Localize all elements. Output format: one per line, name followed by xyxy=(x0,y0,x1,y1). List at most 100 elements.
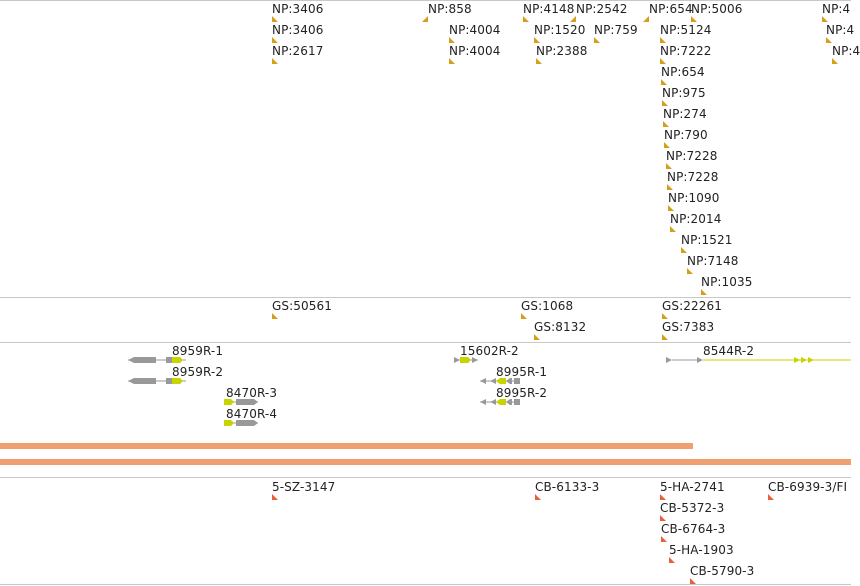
transcript-8959R-2-glyph[interactable] xyxy=(128,378,186,384)
triangle-marker-icon xyxy=(272,313,278,319)
triangle-marker-icon xyxy=(832,58,838,64)
triangle-marker-icon xyxy=(449,58,455,64)
cb-feature-label: CB-5790-3 xyxy=(690,564,755,578)
transcript-15602R-2-glyph[interactable] xyxy=(454,357,478,363)
np-feature-label: NP:654 xyxy=(661,65,705,79)
transcript-label[interactable]: 8959R-1 xyxy=(172,344,224,358)
transcript-label[interactable]: 8470R-3 xyxy=(226,386,278,400)
transcript-8995R-1-glyph[interactable] xyxy=(480,378,520,384)
triangle-marker-icon xyxy=(768,494,774,500)
coverage-bar-2[interactable] xyxy=(0,459,851,465)
cb-feature-label: CB-6764-3 xyxy=(661,522,726,536)
np-feature-label: NP:2014 xyxy=(670,212,722,226)
transcript-label[interactable]: 8959R-2 xyxy=(172,365,224,379)
transcript-8995R-2-glyph[interactable] xyxy=(480,399,520,405)
triangle-marker-icon xyxy=(661,79,667,85)
triangle-marker-icon xyxy=(521,313,527,319)
gs-feature-label: GS:7383 xyxy=(662,320,715,334)
np-feature-label: NP:4004 xyxy=(449,44,501,58)
track-separator-gs-transcripts xyxy=(0,342,851,343)
triangle-marker-icon xyxy=(536,58,542,64)
transcript-8470R-3-glyph[interactable] xyxy=(224,399,258,405)
np-feature-label: NP:1035 xyxy=(701,275,753,289)
triangle-marker-icon xyxy=(449,37,455,43)
triangle-marker-icon xyxy=(535,494,541,500)
track-separator-coverage-cb xyxy=(0,477,851,478)
triangle-marker-icon xyxy=(687,268,693,274)
triangle-marker-icon xyxy=(534,37,540,43)
np-feature-label: NP:2617 xyxy=(272,44,324,58)
np-feature-label: NP:975 xyxy=(662,86,706,100)
np-feature-label: NP:5006 xyxy=(691,2,743,16)
triangle-marker-icon xyxy=(681,247,687,253)
triangle-marker-icon xyxy=(272,37,278,43)
triangle-marker-icon xyxy=(690,578,696,584)
track-separator-top xyxy=(0,0,851,1)
triangle-marker-icon xyxy=(670,226,676,232)
np-feature-label: NP:858 xyxy=(428,2,472,16)
triangle-marker-icon xyxy=(272,494,278,500)
np-feature-label: NP:4 xyxy=(826,23,855,37)
transcript-8959R-1-glyph[interactable] xyxy=(128,357,186,363)
cb-feature-label: CB-6133-3 xyxy=(535,480,600,494)
triangle-marker-icon xyxy=(660,58,666,64)
triangle-marker-icon xyxy=(662,334,668,340)
cb-feature-label: 5-HA-2741 xyxy=(660,480,725,494)
triangle-marker-icon xyxy=(422,16,428,22)
triangle-marker-icon xyxy=(643,16,649,22)
np-feature-label: NP:1520 xyxy=(534,23,586,37)
np-feature-label: NP:3406 xyxy=(272,23,324,37)
track-separator-bottom xyxy=(0,584,851,585)
cb-feature-label: 5-HA-1903 xyxy=(669,543,734,557)
triangle-marker-icon xyxy=(701,289,707,295)
gs-feature-label: GS:1068 xyxy=(521,299,574,313)
triangle-marker-icon xyxy=(660,515,666,521)
transcript-label[interactable]: 8544R-2 xyxy=(703,344,755,358)
np-feature-label: NP:2542 xyxy=(576,2,628,16)
gs-feature-label: GS:22261 xyxy=(662,299,722,313)
np-feature-label: NP:759 xyxy=(594,23,638,37)
triangle-marker-icon xyxy=(534,334,540,340)
triangle-marker-icon xyxy=(272,16,278,22)
cb-feature-label: 5-SZ-3147 xyxy=(272,480,336,494)
np-feature-label: NP:654 xyxy=(649,2,693,16)
np-feature-label: NP:5124 xyxy=(660,23,712,37)
track-separator-np-gs xyxy=(0,297,851,298)
gs-feature-label: GS:50561 xyxy=(272,299,332,313)
triangle-marker-icon xyxy=(523,16,529,22)
np-feature-label: NP:2388 xyxy=(536,44,588,58)
coverage-bar-1[interactable] xyxy=(0,443,693,449)
np-feature-label: NP:790 xyxy=(664,128,708,142)
transcript-label[interactable]: 8995R-1 xyxy=(496,365,548,379)
triangle-marker-icon xyxy=(666,163,672,169)
triangle-marker-icon xyxy=(822,16,828,22)
triangle-marker-icon xyxy=(663,121,669,127)
transcript-8544R-2-glyph[interactable] xyxy=(666,357,851,363)
triangle-marker-icon xyxy=(668,205,674,211)
triangle-marker-icon xyxy=(570,16,576,22)
triangle-marker-icon xyxy=(669,557,675,563)
np-feature-label: NP:1090 xyxy=(668,191,720,205)
triangle-marker-icon xyxy=(272,58,278,64)
triangle-marker-icon xyxy=(662,100,668,106)
cb-feature-label: CB-5372-3 xyxy=(660,501,725,515)
np-feature-label: NP:7148 xyxy=(687,254,739,268)
triangle-marker-icon xyxy=(662,313,668,319)
transcript-label[interactable]: 15602R-2 xyxy=(460,344,519,358)
transcript-8470R-4-glyph[interactable] xyxy=(224,420,258,426)
np-feature-label: NP:4004 xyxy=(449,23,501,37)
transcript-label[interactable]: 8995R-2 xyxy=(496,386,548,400)
triangle-marker-icon xyxy=(826,37,832,43)
np-feature-label: NP:274 xyxy=(663,107,707,121)
np-feature-label: NP:7228 xyxy=(666,149,718,163)
transcript-label[interactable]: 8470R-4 xyxy=(226,407,278,421)
np-feature-label: NP:7228 xyxy=(667,170,719,184)
triangle-marker-icon xyxy=(664,142,670,148)
triangle-marker-icon xyxy=(691,16,697,22)
triangle-marker-icon xyxy=(594,37,600,43)
np-feature-label: NP:4 xyxy=(822,2,851,16)
np-feature-label: NP:4148 xyxy=(523,2,575,16)
